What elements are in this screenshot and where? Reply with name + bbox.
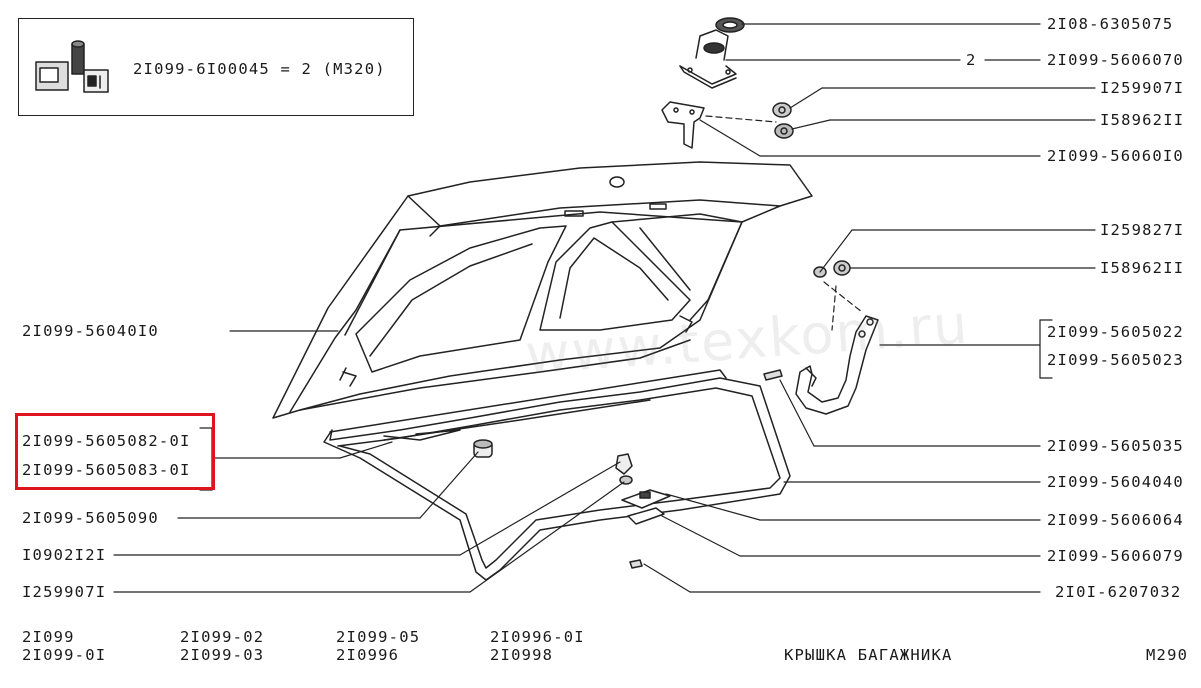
callout-part-number: I0902I2I <box>22 546 107 564</box>
callout-part-number: 2I0I-6207032 <box>1055 583 1182 601</box>
callout-part-number: I58962II <box>1100 259 1185 277</box>
callout-part-number: I259907I <box>22 583 107 601</box>
callout-part-number: I259907I <box>1100 79 1185 97</box>
kit-note-text: 2I099-6I00045 = 2 (M320) <box>133 60 386 78</box>
callout-part-number: 2I099-56060I0 <box>1047 147 1184 165</box>
callout-part-number: I259827I <box>1100 221 1185 239</box>
small-parts <box>473 439 671 569</box>
highlight-box <box>15 413 215 490</box>
latch-assembly <box>661 17 794 149</box>
footer-model: 2I099-02 <box>180 628 265 646</box>
footer-model: 2I0996 <box>336 646 400 664</box>
callout-part-number: 2I099-5604040 <box>1047 473 1184 491</box>
callout-part-number: 2I099-5606070 <box>1047 51 1184 69</box>
callout-part-number: 2I099-5605035 <box>1047 437 1184 455</box>
seal-frame <box>323 369 791 581</box>
callout-part-number: 2I099-5605022 <box>1047 323 1184 341</box>
callout-part-number: 2I099-5605023 <box>1047 351 1184 369</box>
callout-part-number: 2I099-5606079 <box>1047 547 1184 565</box>
callout-part-number: 2I08-6305075 <box>1047 15 1174 33</box>
footer-model: 2I099-0I <box>22 646 107 664</box>
callout-part-number-highlighted: 2I099-5605083-0I <box>22 461 191 479</box>
footer-model: 2I099-03 <box>180 646 265 664</box>
kit-note-box <box>18 18 414 116</box>
callout-part-number: I58962II <box>1100 111 1185 129</box>
footer-model: 2I099 <box>22 628 75 646</box>
callout-part-number: 2I099-5605090 <box>22 509 159 527</box>
footer-title: КРЫШКА БАГАЖНИКА <box>784 646 953 664</box>
footer-page-code: M290 <box>1146 646 1189 664</box>
callout-part-number-highlighted: 2I099-5605082-0I <box>22 432 191 450</box>
footer-model: 2I0998 <box>490 646 554 664</box>
footer-model: 2I099-05 <box>336 628 421 646</box>
callout-part-number: 2I099-56040I0 <box>22 322 159 340</box>
quantity-marker: 2 <box>966 51 977 69</box>
trunk-lid-panel <box>272 161 813 419</box>
callout-part-number: 2I099-5606064 <box>1047 511 1184 529</box>
footer-model: 2I0996-0I <box>490 628 585 646</box>
kit-pictogram <box>35 40 109 93</box>
leader-lines <box>113 23 1096 593</box>
